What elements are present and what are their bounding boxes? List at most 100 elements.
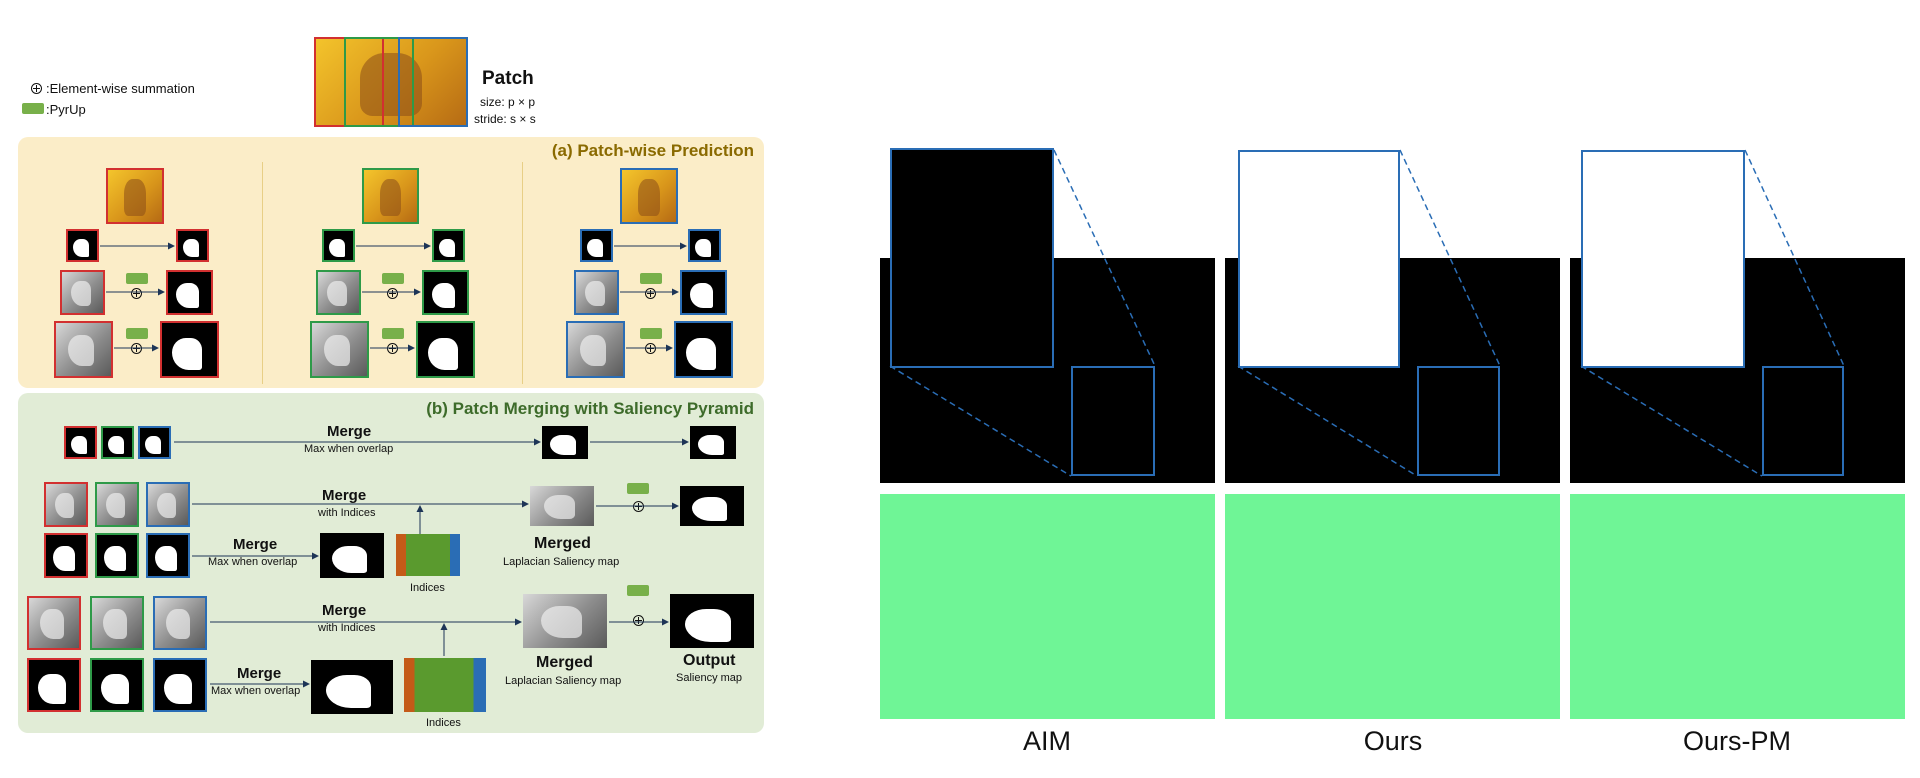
aim-zoom-region bbox=[1071, 366, 1155, 476]
pyrup-icon bbox=[126, 328, 148, 339]
pyrup-icon bbox=[627, 585, 649, 596]
pred-blue-s2-b bbox=[680, 270, 727, 315]
merge-label-4: Merge bbox=[322, 602, 367, 619]
caption-ours-pm: Ours-PM bbox=[1683, 726, 1791, 756]
merge-row3-red bbox=[27, 596, 81, 650]
patch-green-image bbox=[362, 168, 419, 224]
legend-pyrup-label: :PyrUp bbox=[46, 102, 86, 117]
patch-title: Patch bbox=[482, 68, 534, 89]
sum-icon bbox=[387, 343, 398, 354]
merge-row2b-blue bbox=[146, 533, 190, 578]
pyrup-icon bbox=[22, 103, 44, 114]
patch-green-frame bbox=[344, 37, 414, 127]
pyrup-icon bbox=[640, 328, 662, 339]
pred-green-s3-a bbox=[310, 321, 369, 378]
panel-a-divider-2 bbox=[522, 162, 523, 384]
output-saliency-mask bbox=[670, 594, 754, 648]
pred-blue-s1-b bbox=[688, 229, 721, 262]
laplacian-label-1: Laplacian Saliency map bbox=[503, 556, 620, 568]
merge-row3-green bbox=[90, 596, 144, 650]
element-wise-sum-icon bbox=[31, 83, 42, 94]
merge-row2b-green bbox=[95, 533, 139, 578]
max-overlap-label-1: Max when overlap bbox=[304, 443, 394, 455]
patch-blue-frame bbox=[398, 37, 468, 127]
sum-icon bbox=[633, 615, 644, 626]
pred-red-s1-a bbox=[66, 229, 99, 262]
patch-source-image bbox=[314, 37, 468, 127]
max-overlap-label-3: Max when overlap bbox=[211, 685, 301, 697]
patch-stride: stride: s × s bbox=[474, 112, 536, 126]
merge-row3b-blue bbox=[153, 658, 207, 712]
pyrup-icon bbox=[382, 273, 404, 284]
merge-row2b-red bbox=[44, 533, 88, 578]
indices-label-1: Indices bbox=[410, 582, 445, 594]
patch-size: size: p × p bbox=[480, 95, 536, 109]
pred-red-s2-a bbox=[60, 270, 105, 315]
merge-row2-red bbox=[44, 482, 88, 527]
pred-green-s2-a bbox=[316, 270, 361, 315]
pred-blue-s3-a bbox=[566, 321, 625, 378]
caption-aim: AIM bbox=[1022, 726, 1071, 756]
with-indices-label-1: with Indices bbox=[318, 507, 376, 519]
panel-b-title: (b) Patch Merging with Saliency Pyramid bbox=[426, 399, 754, 418]
pyrup-icon bbox=[126, 273, 148, 284]
merge-row3-blue bbox=[153, 596, 207, 650]
merge-label-1: Merge bbox=[327, 423, 372, 440]
merged-label-2: Merged bbox=[536, 654, 593, 671]
final-row2-mask bbox=[680, 486, 744, 526]
indices-map-2 bbox=[404, 658, 486, 712]
pyrup-icon bbox=[382, 328, 404, 339]
panel-a-divider-1 bbox=[262, 162, 263, 384]
pred-blue-s1-a bbox=[580, 229, 613, 262]
max-overlap-label-2: Max when overlap bbox=[208, 556, 298, 568]
merge-row3b-green bbox=[90, 658, 144, 712]
merge-row3b-red bbox=[27, 658, 81, 712]
pred-green-s1-b bbox=[432, 229, 465, 262]
merged-row1-mask bbox=[542, 426, 588, 459]
patch-red-image bbox=[106, 168, 164, 224]
output-label: Output bbox=[683, 652, 736, 669]
pred-green-s1-a bbox=[322, 229, 355, 262]
saliency-map-label: Saliency map bbox=[676, 672, 743, 684]
aim-zoom-inset bbox=[890, 148, 1054, 368]
sum-icon bbox=[645, 343, 656, 354]
merged-laplacian-1 bbox=[530, 486, 594, 526]
pred-green-s2-b bbox=[422, 270, 469, 315]
merged-row3-mask bbox=[311, 660, 393, 714]
sum-icon bbox=[387, 288, 398, 299]
merge-label-2: Merge bbox=[322, 487, 367, 504]
laplacian-label-2: Laplacian Saliency map bbox=[505, 675, 622, 687]
merged-laplacian-2 bbox=[523, 594, 607, 648]
pred-red-s2-b bbox=[166, 270, 213, 315]
pred-red-s3-a bbox=[54, 321, 113, 378]
ours-composite bbox=[1225, 494, 1560, 719]
final-row1-mask bbox=[690, 426, 736, 459]
merge-row2-blue bbox=[146, 482, 190, 527]
pred-blue-s2-a bbox=[574, 270, 619, 315]
ours-zoom-inset bbox=[1238, 150, 1400, 368]
merge-row1-blue bbox=[138, 426, 171, 459]
merge-label-3: Merge bbox=[233, 536, 278, 553]
merge-row1-red bbox=[64, 426, 97, 459]
pred-blue-s3-b bbox=[674, 321, 733, 378]
pred-red-s1-b bbox=[176, 229, 209, 262]
merged-row2-mask bbox=[320, 533, 384, 578]
pyrup-icon bbox=[640, 273, 662, 284]
sum-icon bbox=[131, 288, 142, 299]
merge-label-5: Merge bbox=[237, 665, 282, 682]
pred-red-s3-b bbox=[160, 321, 219, 378]
merge-row1-green bbox=[101, 426, 134, 459]
indices-label-2: Indices bbox=[426, 717, 461, 729]
sum-icon bbox=[645, 288, 656, 299]
indices-map-1 bbox=[396, 534, 460, 576]
pred-green-s3-b bbox=[416, 321, 475, 378]
ours-zoom-region bbox=[1417, 366, 1500, 476]
ours-pm-zoom-region bbox=[1762, 366, 1844, 476]
sum-icon bbox=[633, 501, 644, 512]
merge-row2-green bbox=[95, 482, 139, 527]
aim-composite bbox=[880, 494, 1215, 719]
ours-pm-composite bbox=[1570, 494, 1905, 719]
caption-ours: Ours bbox=[1363, 726, 1423, 756]
merged-label-1: Merged bbox=[534, 535, 591, 552]
with-indices-label-2: with Indices bbox=[318, 622, 376, 634]
